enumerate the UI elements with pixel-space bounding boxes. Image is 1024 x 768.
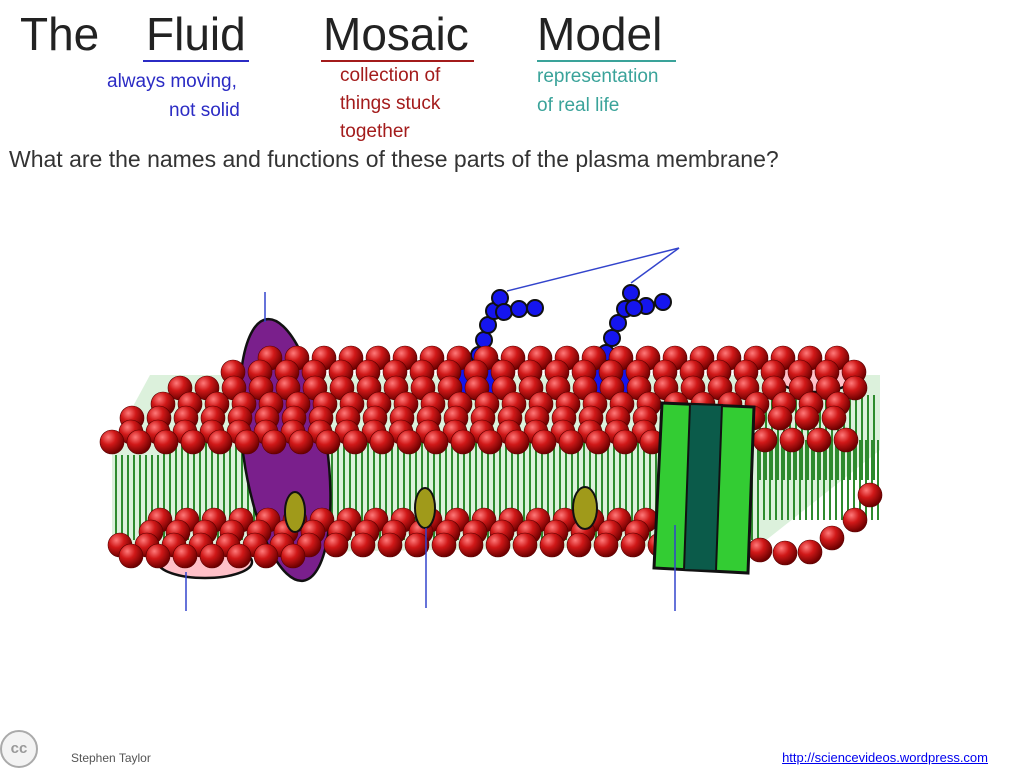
phosphate-head (558, 429, 584, 455)
author-credit: Stephen Taylor (71, 751, 151, 765)
mosaic-underline (321, 60, 474, 62)
phosphate-head (612, 429, 638, 455)
title-word-model: Model (537, 8, 663, 60)
phosphate-head (261, 429, 287, 455)
model-note-line-2: of real life (537, 95, 620, 116)
phosphate-head (226, 543, 252, 569)
fluid-note-line-1: always moving, (107, 71, 237, 92)
phosphate-head (199, 543, 225, 569)
phosphate-head (207, 429, 233, 455)
phosphate-head (585, 429, 611, 455)
phosphate-head (99, 429, 125, 455)
mosaic-note-line-3: together (340, 121, 410, 142)
phosphate-head (458, 532, 484, 558)
phosphate-head (315, 429, 341, 455)
phosphate-head (752, 427, 778, 453)
fluid-note-line-2: not solid (169, 100, 240, 121)
phosphate-head (288, 429, 314, 455)
question-text: What are the names and functions of thes… (9, 146, 779, 172)
phosphate-head (350, 532, 376, 558)
label-line-glycolipid-right (630, 247, 680, 284)
phosphate-head (819, 525, 845, 551)
mosaic-note-line-1: collection of (340, 65, 441, 86)
channel-protein (652, 401, 756, 575)
phosphate-head (857, 482, 883, 508)
phosphate-head (772, 540, 798, 566)
cholesterol-3 (572, 486, 598, 530)
phosphate-head (821, 405, 847, 431)
phosphate-head (423, 429, 449, 455)
website-link[interactable]: http://sciencevideos.wordpress.com (782, 750, 988, 765)
cholesterol-2 (414, 487, 436, 529)
fluid-underline (143, 60, 249, 62)
phosphate-head (172, 543, 198, 569)
phosphate-head (485, 532, 511, 558)
phosphate-head (369, 429, 395, 455)
phosphate-head (153, 429, 179, 455)
phosphate-head (779, 427, 805, 453)
phosphate-head (396, 429, 422, 455)
title-word-fluid: Fluid (146, 8, 246, 60)
phosphate-head (806, 427, 832, 453)
cholesterol-1 (284, 491, 306, 533)
phosphate-head (512, 532, 538, 558)
model-underline (537, 60, 676, 62)
label-lines (185, 247, 680, 611)
phosphate-head (531, 429, 557, 455)
phosphate-head (404, 532, 430, 558)
phospholipid-heads (99, 345, 883, 569)
phosphate-head (842, 375, 868, 401)
phosphate-head (794, 405, 820, 431)
phosphate-head (566, 532, 592, 558)
phosphate-head (323, 532, 349, 558)
phosphate-head (504, 429, 530, 455)
phosphate-head (145, 543, 171, 569)
label-line-glycolipid-left (506, 247, 680, 292)
phosphate-head (377, 532, 403, 558)
phosphate-head (797, 539, 823, 565)
phosphate-head (620, 532, 646, 558)
phosphate-head (180, 429, 206, 455)
title-word-the: The (20, 8, 100, 60)
title-word-mosaic: Mosaic (323, 8, 469, 60)
phosphate-head (833, 427, 859, 453)
creative-commons-icon: cc (0, 730, 38, 768)
phosphate-head (539, 532, 565, 558)
phosphate-head (280, 543, 306, 569)
phosphate-head (253, 543, 279, 569)
phosphate-head (118, 543, 144, 569)
phosphate-head (234, 429, 260, 455)
model-note-line-1: representation (537, 66, 659, 87)
phosphate-head (477, 429, 503, 455)
phosphate-head (342, 429, 368, 455)
phosphate-head (126, 429, 152, 455)
phosphate-head (747, 537, 773, 563)
phosphate-head (431, 532, 457, 558)
phosphate-head (450, 429, 476, 455)
mosaic-note-line-2: things stuck (340, 93, 441, 114)
phosphate-head (767, 405, 793, 431)
phosphate-head (842, 507, 868, 533)
phosphate-head (593, 532, 619, 558)
